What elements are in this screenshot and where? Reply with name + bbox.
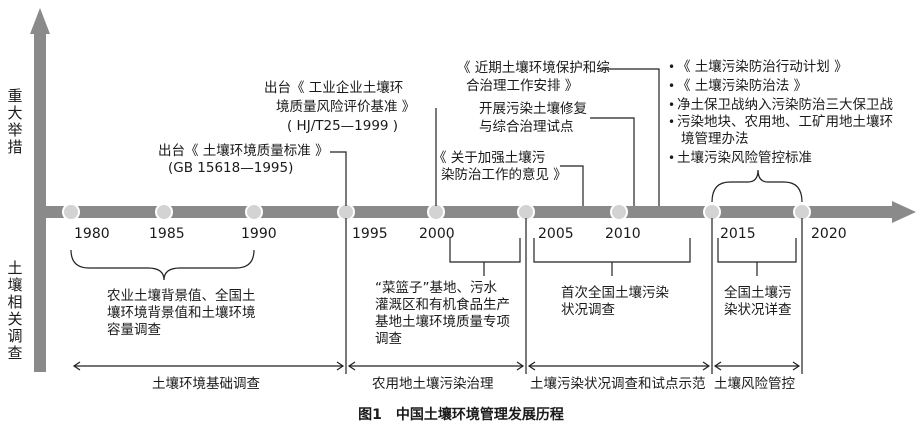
survey-2005-line2: 状况调查 <box>561 302 615 318</box>
measure-item-line1: 污染地块、农用地、工矿用地土壤环 <box>677 114 893 130</box>
survey-2015-line1: 全国土壤污 <box>724 285 792 301</box>
event-opinion-line2: 染防治工作的意见 》 <box>441 167 567 183</box>
leader-opinion <box>560 165 584 206</box>
brace-surveys-1980-1990 <box>70 249 255 281</box>
era-label: 土壤污染状况调查和试点示范 <box>530 376 706 392</box>
bullet-dot: • <box>668 60 676 74</box>
event-hj25-line1: 出台《 工业企业土壤环 <box>264 80 404 96</box>
vertical-axis-arrowhead <box>30 8 50 34</box>
year-tick-label: 1980 <box>74 226 110 242</box>
leader-gb15618 <box>330 151 347 206</box>
axis-markers <box>62 203 811 221</box>
event-work-plan-line2: 合治理工作安排 》 <box>466 78 579 94</box>
leader-remediation <box>590 117 635 206</box>
measure-item: 土壤污染风险管控标准 <box>677 150 812 166</box>
marker-2015 <box>703 203 721 221</box>
bracket-2015-survey <box>717 238 797 276</box>
marker-2003 <box>517 203 535 221</box>
year-tick-label: 2020 <box>811 226 847 242</box>
vertical-axis <box>34 32 46 372</box>
era-arrow-4 <box>713 361 801 371</box>
event-gb15618-line1: 出台《 土壤环境质量标准 》 <box>158 143 329 159</box>
marker-2000 <box>427 203 445 221</box>
survey-1980s-line1: 农业土壤背景值、全国土 <box>107 288 256 304</box>
axis-label-surveys: 土壤相关调查 <box>7 259 23 362</box>
measure-item: 净土保卫战纳入污染防治三大保卫战 <box>677 97 893 113</box>
survey-2005-line1: 首次全国土壤污染 <box>561 285 669 301</box>
year-tick-label: 2015 <box>720 226 756 242</box>
era-arrow-3 <box>527 361 711 371</box>
measure-item-line2: 境管理办法 <box>681 131 749 147</box>
event-hj25-line2: 境质量风险评价基准 》 <box>276 99 416 115</box>
survey-2000s-line4: 调查 <box>375 331 402 347</box>
measure-item: 《 土壤污染防治行动计划 》 <box>677 59 848 75</box>
brace-measures-2015-2020 <box>711 169 803 203</box>
measure-item: 《 土壤污染防治法 》 <box>677 78 808 94</box>
marker-2010 <box>610 203 628 221</box>
event-work-plan-line1: 《 近期土壤环境保护和综 <box>457 60 610 76</box>
marker-1980 <box>62 203 80 221</box>
era-arrow-1 <box>72 361 345 371</box>
year-tick-label: 2000 <box>419 226 455 242</box>
figure-caption: 图1 中国土壤环境管理发展历程 <box>358 407 564 423</box>
axis-label-measures: 重大举措 <box>7 87 23 156</box>
bracket-2005-survey <box>533 238 691 276</box>
leader-work-plan <box>600 68 660 206</box>
era-arrow-2 <box>347 361 525 371</box>
bullet-dot: • <box>668 115 676 129</box>
bracket-2000-survey <box>449 238 521 276</box>
year-tick-label: 1990 <box>241 226 277 242</box>
event-gb15618-line2: (GB 15618—1995) <box>168 160 294 176</box>
marker-2020 <box>793 203 811 221</box>
year-tick-label: 1995 <box>352 226 388 242</box>
marker-1990 <box>245 203 263 221</box>
survey-2000s-line1: “菜篮子”基地、污水 <box>375 280 497 296</box>
bullet-dot: • <box>668 151 676 165</box>
marker-1985 <box>155 203 173 221</box>
survey-1980s-line2: 壤环境背景值和土壤环境 <box>107 305 256 321</box>
survey-2000s-line2: 灌溉区和有机食品生产 <box>375 297 510 313</box>
event-hj25-line3: ( HJ/T25—1999 ) <box>287 118 399 134</box>
bullet-dot: • <box>668 79 676 93</box>
era-label: 农用地土壤污染治理 <box>372 376 494 392</box>
era-label: 土壤环境基础调查 <box>152 376 260 392</box>
bullet-dot: • <box>668 98 676 112</box>
horizontal-axis-arrowhead <box>892 201 916 223</box>
era-label: 土壤风险管控 <box>714 376 795 392</box>
survey-2015-line2: 染状况详查 <box>724 302 792 318</box>
year-tick-label: 2010 <box>605 226 641 242</box>
event-remediation-line2: 与综合治理试点 <box>479 119 574 135</box>
event-remediation-line1: 开展污染土壤修复 <box>479 101 587 117</box>
year-tick-label: 1985 <box>149 226 185 242</box>
survey-1980s-line3: 容量调查 <box>107 322 161 338</box>
marker-1995 <box>337 203 355 221</box>
event-opinion-line1: 《 关于加强土壤污 <box>433 150 546 166</box>
survey-2000s-line3: 基地土壤环境质量专项 <box>375 314 510 330</box>
year-tick-label: 2005 <box>538 226 574 242</box>
